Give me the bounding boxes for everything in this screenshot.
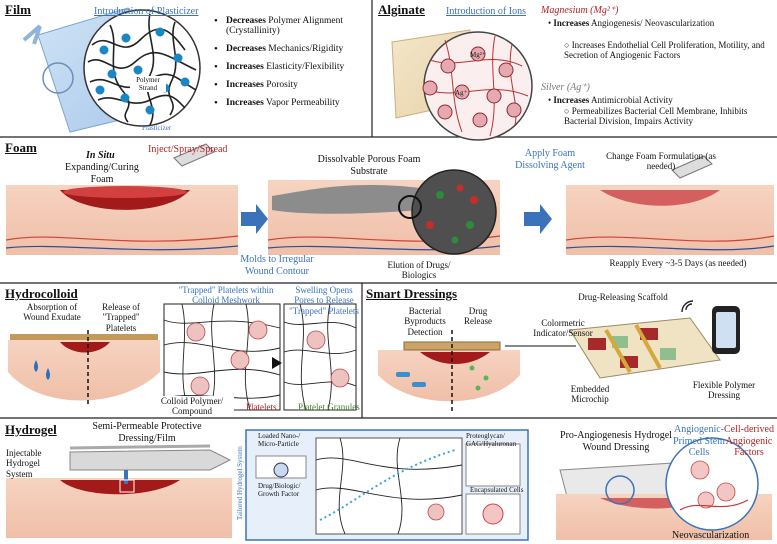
smart-title: Smart Dressings xyxy=(366,286,458,301)
cell-derived-label: Cell-derived Angiogenic Factors xyxy=(724,424,774,458)
elution-label: Elution of Drugs/ Biologics xyxy=(387,260,451,281)
in-situ-label: In Situ xyxy=(86,150,115,161)
ion-ag-label: Ag⁺ xyxy=(455,89,468,97)
granules-label: Platelet Granules xyxy=(298,402,360,412)
film-effect-item: Decreases Mechanics/Rigidity xyxy=(214,44,368,54)
microchip-label: Embedded Microchip xyxy=(570,384,610,405)
semi-permeable-label: Semi-Permeable Protective Dressing/Film xyxy=(92,421,202,444)
magnesium-sub: ○ Increases Endothelial Cell Proliferati… xyxy=(564,40,765,61)
loaded-particle-label: Loaded Nano-/ Micro-Particle xyxy=(258,432,301,449)
foam-title: Foam xyxy=(5,140,37,155)
primed-stem-cells-label: Angiogenic-Primed Stem Cells xyxy=(673,424,725,458)
plasticizer-label: Plasticizer xyxy=(142,124,172,132)
foam-illustration xyxy=(5,143,775,255)
release-label: Release of "Trapped" Platelets xyxy=(102,302,140,333)
colorimetric-label: Colormetric Indicator/Sensor xyxy=(533,318,593,339)
film-effect-item: Increases Porosity xyxy=(214,80,368,90)
drug-release-label: Drug Release xyxy=(464,306,492,327)
tailored-label: Tailored Hydrogel System xyxy=(236,446,244,520)
flexible-label: Flexible Polymer Dressing xyxy=(692,380,756,401)
change-formulation-label: Change Foam Formulation (as needed) xyxy=(606,151,716,172)
apply-agent-label: Apply Foam Dissolving Agent xyxy=(515,148,585,171)
ion-mg-label: Mg²⁺ xyxy=(470,51,486,59)
silver-sub: ○ Permeabilizes Bacterial Cell Membrane,… xyxy=(564,106,748,127)
drug-biologic-label: Drug/Biologic/ Growth Factor xyxy=(258,482,301,499)
bacterial-label: Bacterial Byproducts Detection xyxy=(404,306,446,337)
silver-bullet: • Increases Antimicrobial Activity xyxy=(548,95,673,105)
film-effect-item: Increases Vapor Permeability xyxy=(214,98,368,108)
magnesium-bullet: • Increases Angiogenesis/ Neovasculariza… xyxy=(548,18,715,28)
pro-angiogenesis-label: Pro-Angiogenesis Hydrogel Wound Dressing xyxy=(560,430,672,453)
hydrogel-illustration xyxy=(6,429,772,541)
panel-dividers xyxy=(0,0,777,419)
alginate-illustration xyxy=(391,29,533,141)
film-effect-item: Decreases Polymer Alignment (Crystallini… xyxy=(214,16,368,36)
molds-label: Molds to Irregular Wound Contour xyxy=(240,254,314,277)
dissolvable-label: Dissolvable Porous Foam Substrate xyxy=(317,154,421,177)
smart-dressing-illustration xyxy=(378,300,740,412)
polymer-strand-label: Polymer Strand xyxy=(130,76,166,93)
platelets-label: Platelets xyxy=(246,402,277,412)
swelling-label: Swelling Opens Pores to Release "Trapped… xyxy=(289,285,359,316)
proteoglycan-label: Proteoglycan/ GAG/Hyaluronan xyxy=(466,432,517,449)
drug-scaffold-label: Drug-Releasing Scaffold xyxy=(578,292,668,302)
trapped-label: "Trapped" Platelets within Colloid Meshw… xyxy=(178,285,274,306)
encapsulated-label: Encapsulated Cells xyxy=(470,486,524,494)
film-illustration xyxy=(22,7,201,133)
alginate-title: Alginate xyxy=(378,2,425,17)
silver-heading: Silver (Ag⁺) xyxy=(541,82,590,93)
alginate-intro: Introduction of Ions xyxy=(446,6,526,17)
magnesium-heading: Magnesium (Mg²⁺) xyxy=(541,5,619,16)
film-intro: Introduction of Plasticizer xyxy=(94,6,199,17)
film-effects-list: Decreases Polymer Alignment (Crystallini… xyxy=(214,16,368,116)
inject-label: Inject/Spray/Spread xyxy=(148,144,228,155)
expanding-foam-label: Expanding/Curing Foam xyxy=(65,162,139,185)
film-effect-item: Increases Elasticity/Flexibility xyxy=(214,62,368,72)
reapply-label: Reapply Every ~3-5 Days (as needed) xyxy=(609,258,747,268)
hydrogel-title: Hydrogel xyxy=(5,422,57,437)
hydrocolloid-title: Hydrocolloid xyxy=(5,286,78,301)
injectable-label: Injectable Hydrogel System xyxy=(6,448,42,479)
colloid-label: Colloid Polymer/ Compound xyxy=(150,396,234,417)
absorption-label: Absorption of Wound Exudate xyxy=(23,302,81,323)
neovascularization-label: Neovascularization xyxy=(672,530,750,541)
hydrocolloid-illustration xyxy=(8,303,357,411)
film-title: Film xyxy=(5,2,31,17)
